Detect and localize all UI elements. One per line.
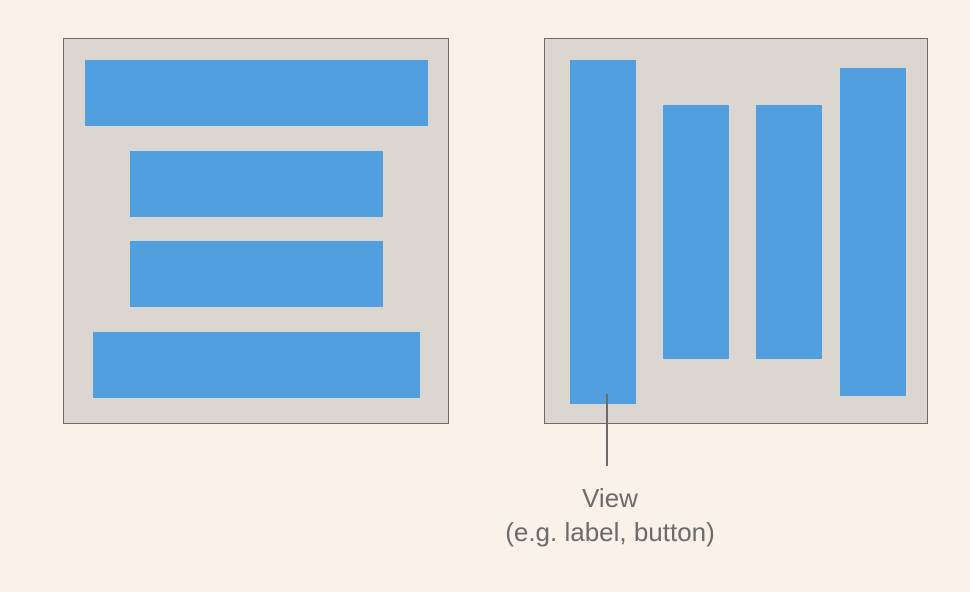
- stack-view-3: [130, 241, 383, 307]
- horizontal-stack-panel: [544, 38, 928, 424]
- stack-view-8: [840, 68, 906, 396]
- callout-title: View: [582, 483, 638, 513]
- callout-leader-line: [606, 394, 608, 466]
- stack-view-6: [663, 105, 729, 359]
- callout-subtitle: (e.g. label, button): [505, 517, 715, 547]
- vertical-stack-panel: [63, 38, 449, 424]
- stack-view-5: [570, 60, 636, 404]
- stack-view-2: [130, 151, 383, 217]
- callout-label: View (e.g. label, button): [420, 481, 800, 549]
- stack-view-7: [756, 105, 822, 359]
- stack-view-1: [85, 60, 428, 126]
- stack-view-4: [93, 332, 420, 398]
